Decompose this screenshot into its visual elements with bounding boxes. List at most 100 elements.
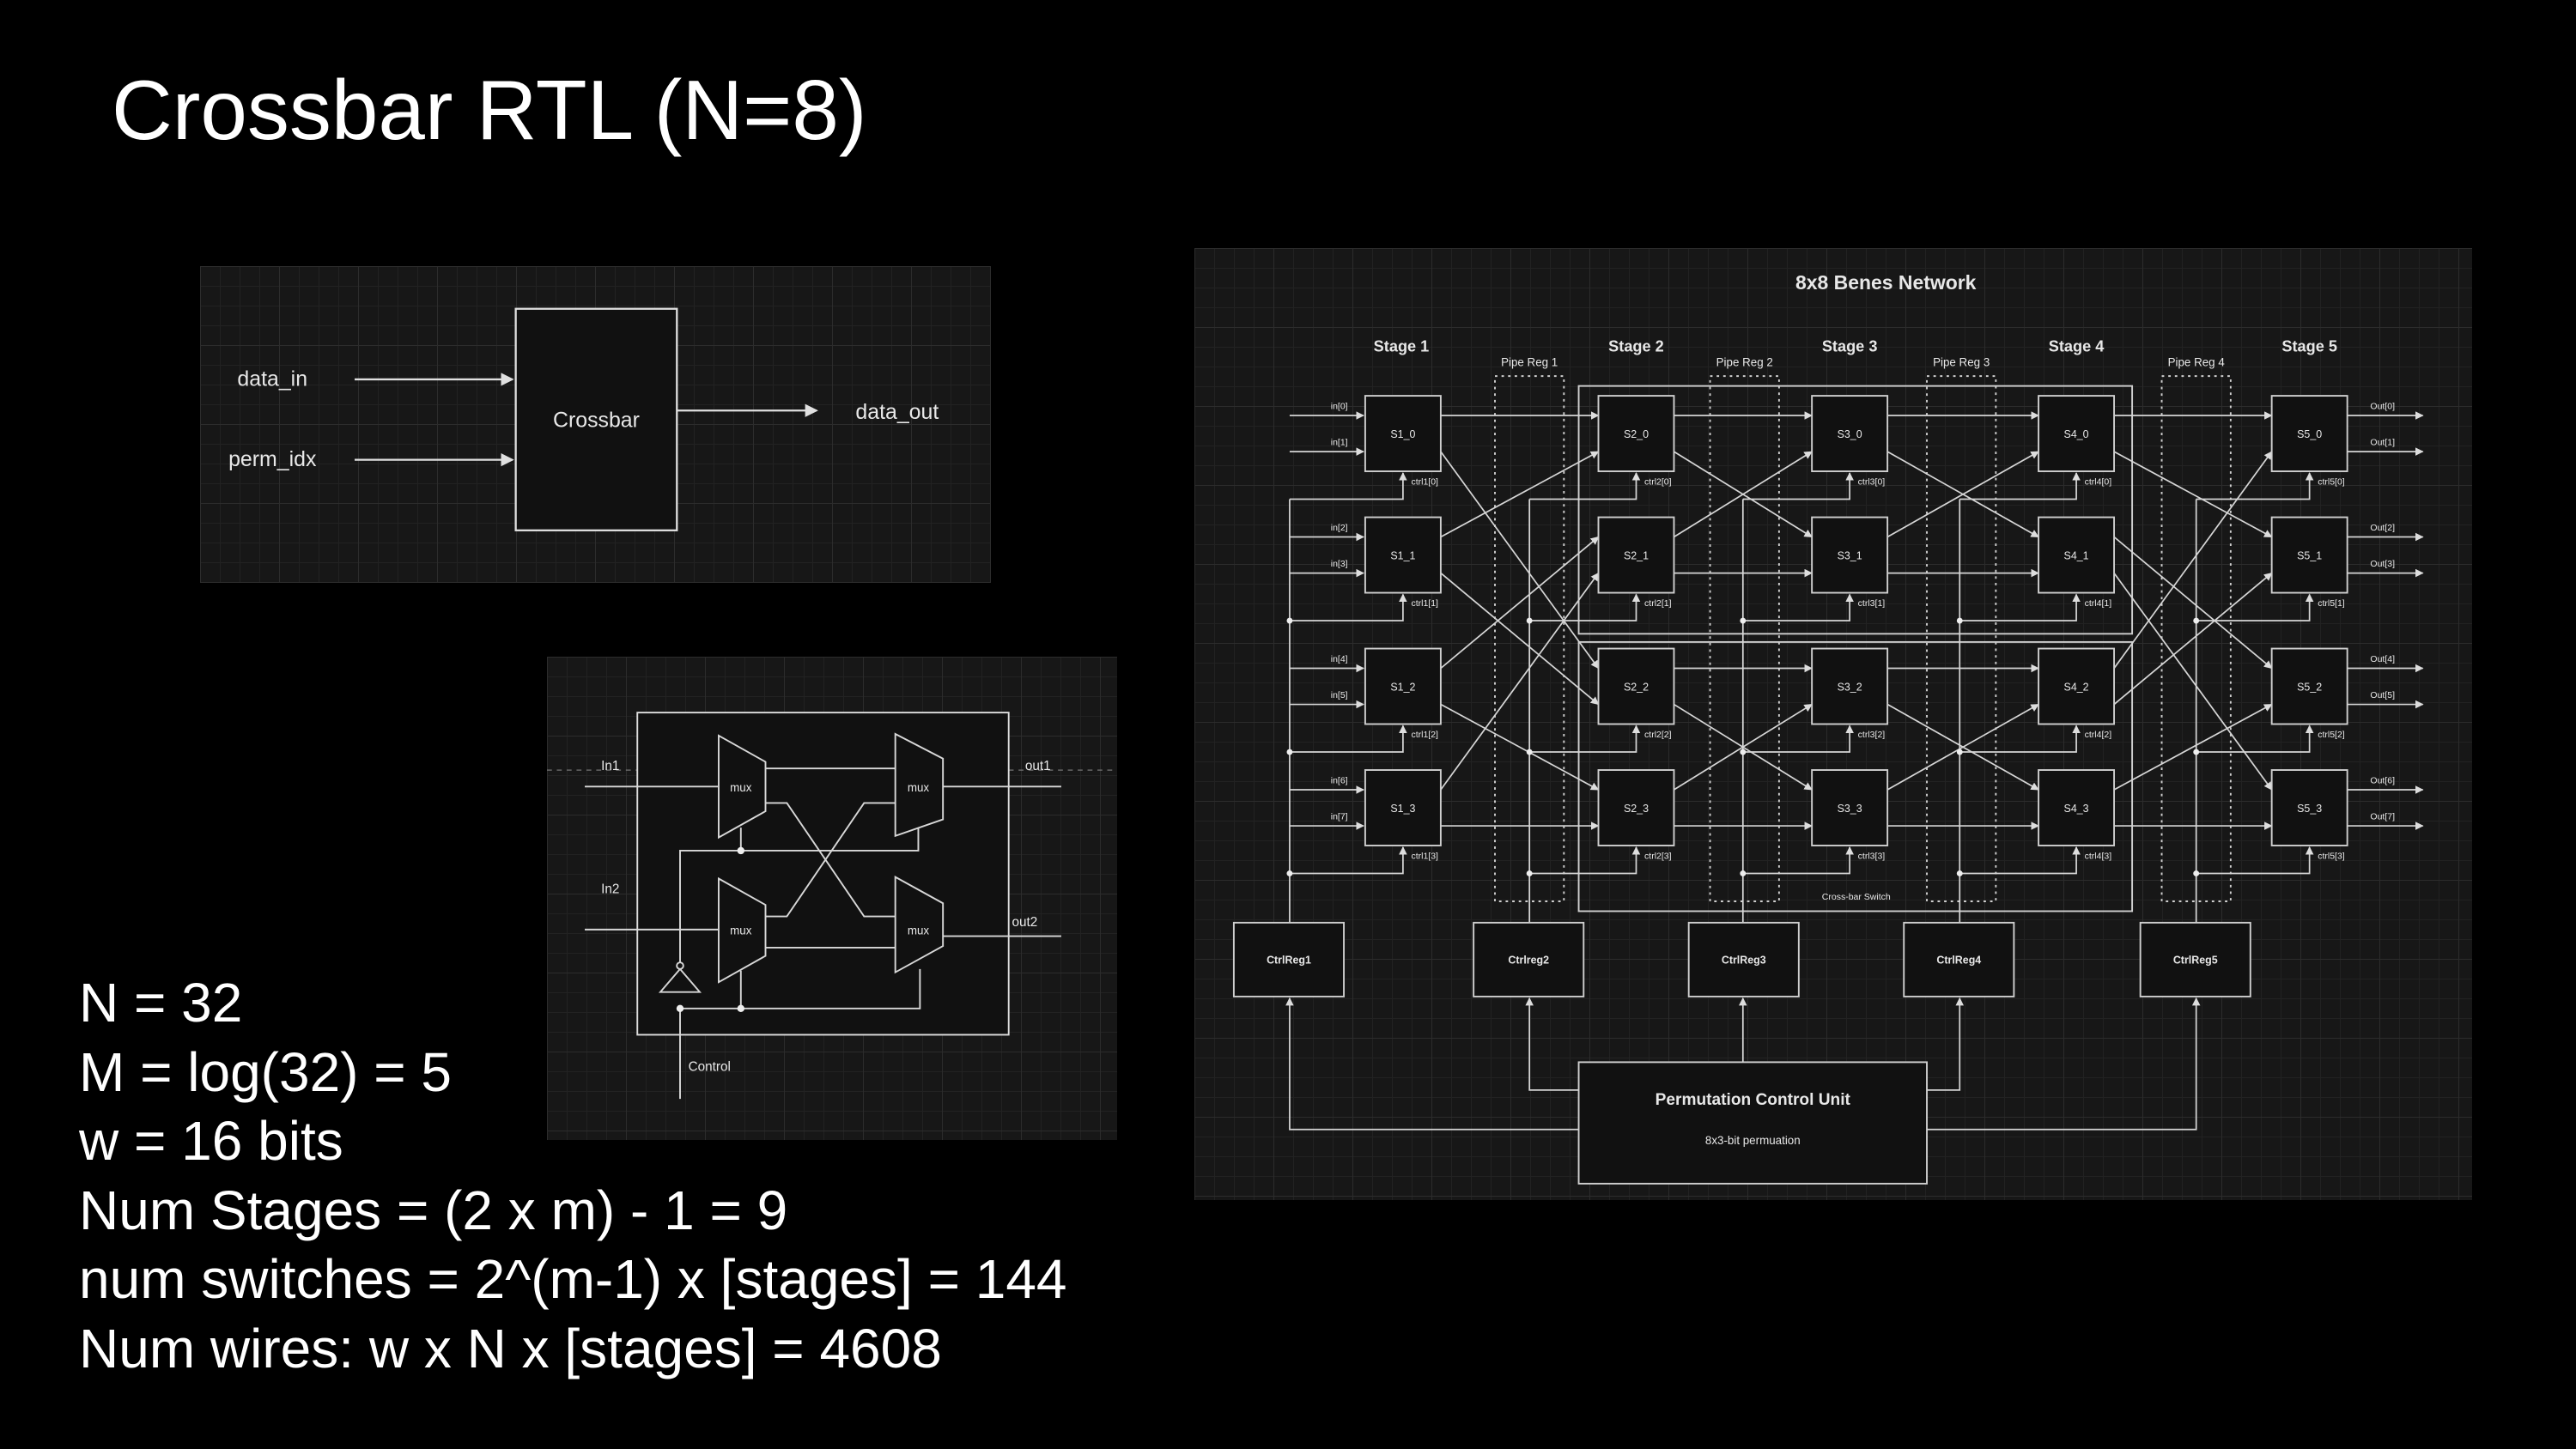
ctrl-signal-label: ctrl4[3]: [2085, 851, 2112, 861]
wire: [1440, 572, 1600, 706]
input-label: in[6]: [1331, 775, 1348, 785]
in2-label: In2: [601, 882, 619, 897]
output-label: Out[1]: [2370, 437, 2395, 447]
slide-title: Crossbar RTL (N=8): [112, 63, 867, 157]
ctrl-signal-label: ctrl1[2]: [1411, 730, 1438, 740]
switch-label: S4_0: [2064, 428, 2089, 440]
ctrl-signal-label: ctrl1[3]: [1411, 851, 1438, 861]
pipe-reg-3: [1926, 375, 1997, 902]
control-wire: [1742, 846, 1854, 875]
wire: [2113, 451, 2273, 538]
wire: [1440, 451, 1600, 670]
switch-label: S5_2: [2297, 681, 2322, 693]
switch-label: S1_2: [1390, 681, 1415, 693]
stage-label: Stage 4: [2049, 337, 2105, 355]
input-label: in[2]: [1331, 523, 1348, 533]
crossbar-outline-lower: [1577, 640, 2134, 912]
input-label: in[7]: [1331, 811, 1348, 822]
ctrl-reg-2: [1473, 921, 1585, 997]
ctrl-reg-label: CtrlReg1: [1267, 955, 1311, 967]
data-out-label: data_out: [855, 400, 939, 424]
input-label: in[0]: [1331, 401, 1348, 411]
ctrl-signal-label: ctrl5[1]: [2318, 598, 2345, 609]
control-wire: [1529, 471, 1641, 500]
crossbar-switch-label: Cross-bar Switch: [1822, 892, 1891, 902]
mux-3: [718, 876, 767, 984]
mux-label: mux: [908, 781, 930, 794]
crossbar-block-label: Crossbar: [553, 408, 640, 432]
control-wire: [1742, 593, 1854, 621]
switch-label: S1_0: [1390, 428, 1415, 440]
param-num-stages: Num Stages = (2 x m) - 1 = 9: [79, 1179, 788, 1241]
control-wire: [2196, 593, 2314, 621]
switch-box: [1597, 395, 1675, 472]
cross-wire: [765, 802, 896, 918]
control-label: Control: [689, 1060, 731, 1075]
junction-dot: [1526, 870, 1533, 876]
control-wire: [1742, 724, 1854, 753]
ctrl-signal-label: ctrl3[0]: [1858, 476, 1886, 487]
ctrl-signal-label: ctrl5[0]: [2318, 476, 2345, 487]
param-num-switches: num switches = 2^(m-1) x [stages] = 144: [79, 1248, 1067, 1310]
switch-label: S3_3: [1838, 803, 1862, 815]
select-wire: [679, 828, 920, 963]
pcu-subtitle: 8x3-bit permuation: [1705, 1134, 1801, 1147]
out2-label: out2: [1012, 915, 1038, 930]
control-wire: [1289, 724, 1407, 753]
switch-box: [1364, 647, 1442, 725]
switch-box: [1364, 395, 1442, 472]
crossbar-outline-upper: [1577, 385, 2134, 635]
param-m: M = log(32) = 5: [79, 1040, 452, 1103]
junction-dot: [2193, 870, 2200, 876]
ctrl-signal-label: ctrl3[2]: [1858, 730, 1886, 740]
junction-dot: [1286, 870, 1293, 876]
ctrl-reg-label: CtrlReg3: [1722, 955, 1766, 967]
mux-2: [894, 732, 945, 838]
perm-idx-label: perm_idx: [228, 447, 317, 471]
ctrl-signal-label: ctrl2[3]: [1644, 851, 1672, 861]
switch-cell-diagram: mux mux mux mux In1 In2 out1 out2 Contro…: [547, 657, 1117, 1140]
switch-box: [2270, 769, 2348, 846]
stage-label: Stage 5: [2281, 337, 2337, 355]
in1-label: In1: [601, 759, 619, 773]
wire: [2113, 451, 2273, 669]
junction-dot: [1956, 870, 1963, 876]
output-label: Out[6]: [2370, 775, 2395, 785]
mux-1: [718, 734, 767, 840]
wire: [2113, 572, 2273, 706]
switch-box: [1597, 647, 1675, 725]
pipe-reg-1: [1494, 375, 1565, 902]
pipe-reg-label: Pipe Reg 3: [1933, 356, 1990, 369]
data-in-label: data_in: [237, 367, 307, 391]
switch-box: [1811, 395, 1889, 472]
pcu-to-ctrlreg4: [1927, 997, 1965, 1091]
switch-box: [1597, 516, 1675, 594]
input-label: in[5]: [1331, 690, 1348, 700]
switch-label: S1_3: [1390, 803, 1415, 815]
switch-label: S1_1: [1390, 549, 1415, 561]
junction-dot: [737, 846, 745, 855]
mux-label: mux: [730, 781, 752, 794]
ctrl-signal-label: ctrl3[3]: [1858, 851, 1886, 861]
pipe-reg-label: Pipe Reg 1: [1501, 356, 1558, 369]
junction-dot: [1286, 617, 1293, 624]
junction-dot: [676, 1004, 684, 1013]
junction-dot: [1956, 749, 1963, 755]
junction-dot: [1526, 617, 1533, 624]
pipe-reg-label: Pipe Reg 2: [1716, 356, 1773, 369]
input-label: in[1]: [1331, 437, 1348, 447]
control-wire: [1959, 846, 2081, 875]
switch-box: [1364, 769, 1442, 846]
switch-box: [1811, 769, 1889, 846]
mux-label: mux: [908, 925, 930, 937]
stage-label: Stage 2: [1608, 337, 1664, 355]
switch-label: S2_1: [1624, 549, 1649, 561]
wire: [2113, 703, 2273, 791]
switch-box: [2038, 395, 2116, 472]
switch-label: S5_0: [2297, 428, 2322, 440]
output-label: Out[7]: [2370, 811, 2395, 822]
switch-box: [1597, 769, 1675, 846]
ctrl-reg-5: [2139, 921, 2251, 997]
switch-box: [2270, 516, 2348, 594]
